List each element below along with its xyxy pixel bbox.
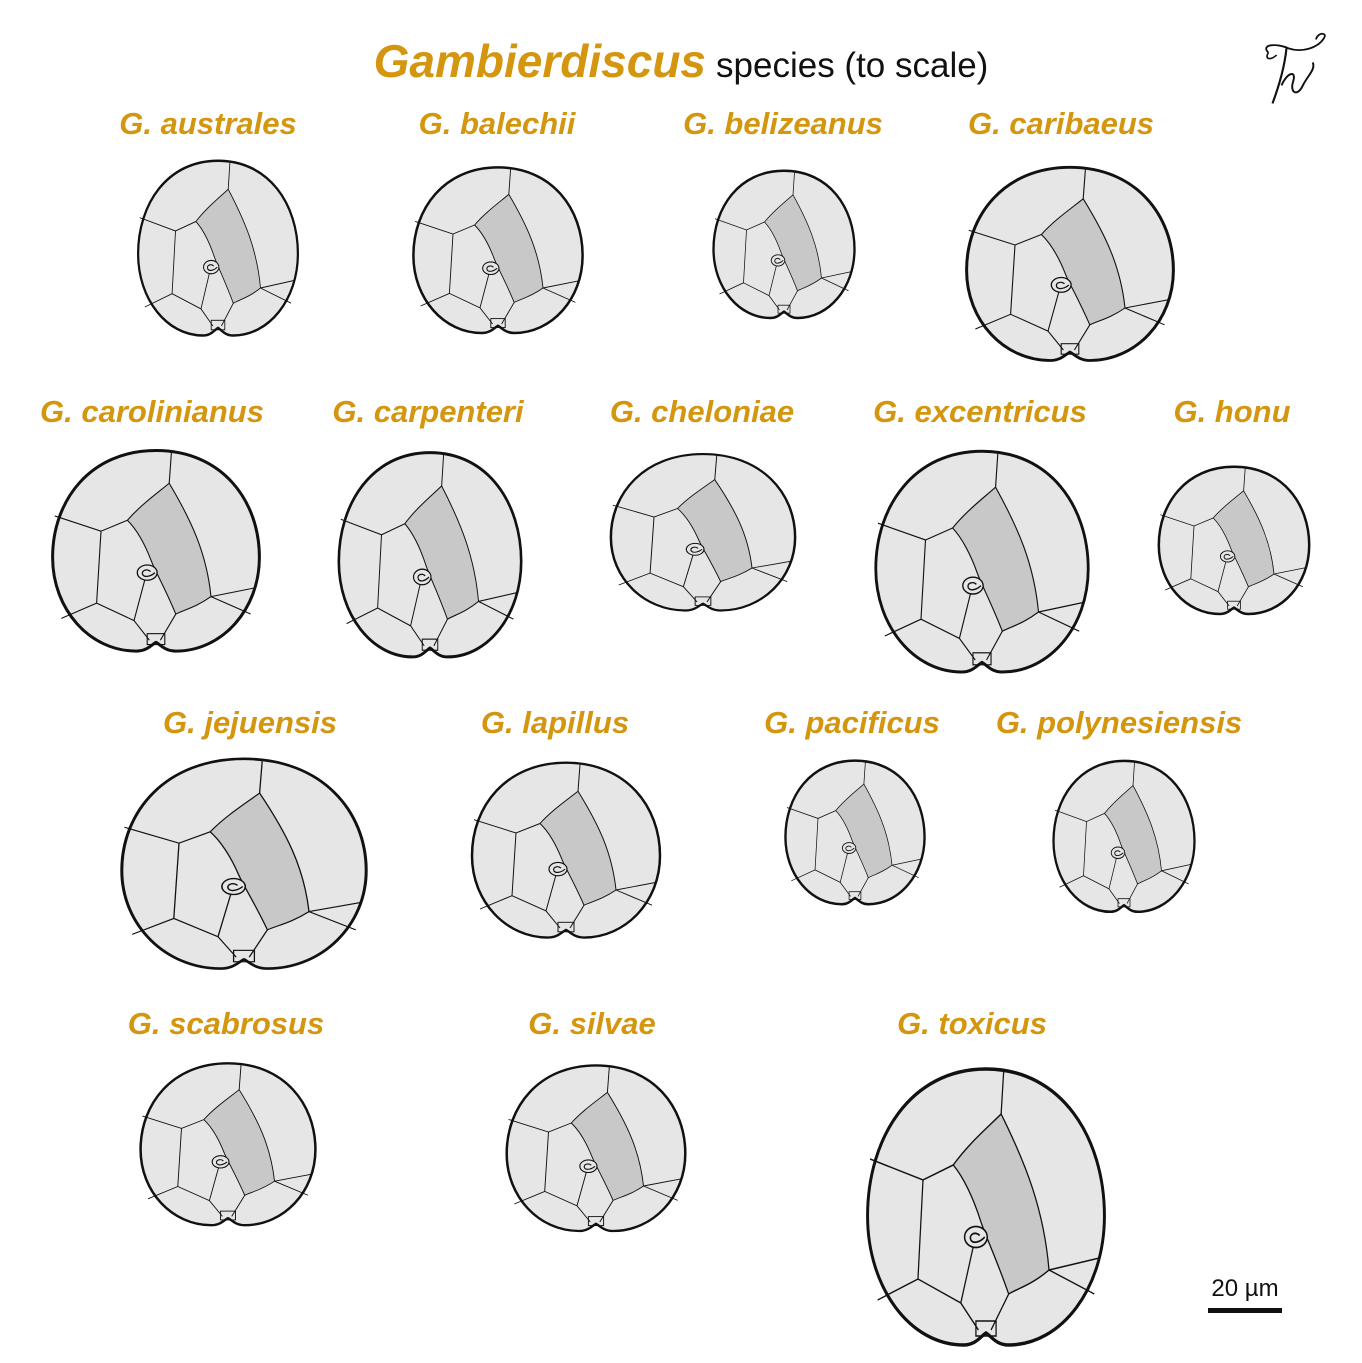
scale-bar: 20 µm [1190, 1275, 1300, 1313]
species-label: G. belizeanus [683, 106, 883, 141]
species-cell-diagram [135, 1058, 321, 1234]
species-cell-diagram [1049, 756, 1199, 920]
species-cell-diagram [860, 1060, 1112, 1360]
scale-bar-label: 20 µm [1211, 1275, 1279, 1302]
signature-logo-icon [1252, 28, 1334, 110]
species-label: G. lapillus [480, 705, 630, 740]
species-cell-diagram [333, 446, 527, 668]
species-cell-diagram [605, 449, 801, 619]
species-label: G. polynesiensis [995, 705, 1243, 740]
species-label: G. cheloniae [609, 394, 795, 429]
species-label: G. silvae [528, 1006, 656, 1041]
species-label: G. jejuensis [162, 705, 338, 740]
species-cell-diagram [46, 444, 266, 662]
species-cell-diagram [709, 166, 859, 326]
species-label: G. pacificus [764, 705, 940, 740]
species-label: G. balechii [418, 106, 576, 141]
species-label: G. australes [119, 106, 297, 141]
species-cell-diagram [781, 756, 929, 912]
genus-name: Gambierdiscus [373, 35, 707, 87]
species-cell-diagram [1154, 462, 1314, 622]
species-cell-diagram [408, 162, 588, 342]
species-label: G. carpenteri [332, 394, 524, 429]
species-cell-diagram [466, 757, 666, 947]
species-label: G. honu [1173, 394, 1291, 429]
species-cell-diagram [960, 161, 1180, 371]
scale-bar-line [1208, 1308, 1282, 1313]
title-subtitle: species (to scale) [716, 46, 989, 85]
species-cell-diagram [133, 155, 303, 345]
species-cell-diagram [114, 752, 374, 980]
species-label: G. caribaeus [967, 106, 1155, 141]
species-cell-diagram [869, 444, 1095, 684]
species-label: G. toxicus [897, 1006, 1047, 1041]
species-label: G. scabrosus [127, 1006, 325, 1041]
species-label: G. carolinianus [40, 394, 264, 429]
species-cell-diagram [501, 1060, 691, 1240]
species-label: G. excentricus [873, 394, 1087, 429]
